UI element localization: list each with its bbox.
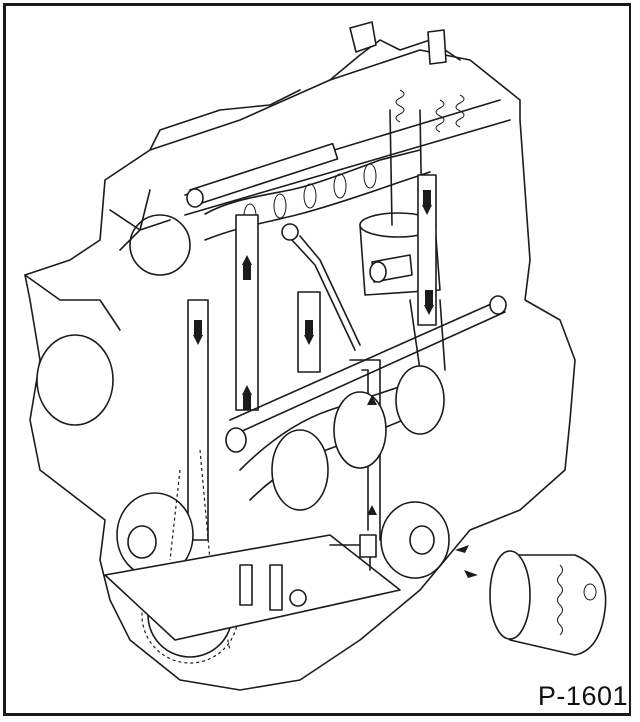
timing-cover — [36, 189, 191, 426]
cylinder-head — [184, 21, 511, 241]
flow-arrows — [193, 190, 480, 578]
dipstick — [281, 223, 361, 351]
oil-galleries — [187, 174, 507, 541]
figure-label: P-1601 — [537, 681, 628, 711]
oil-filter — [489, 550, 607, 656]
crankshaft — [225, 365, 445, 511]
oil-pump — [104, 534, 401, 641]
crankshaft-pulley — [116, 492, 450, 579]
